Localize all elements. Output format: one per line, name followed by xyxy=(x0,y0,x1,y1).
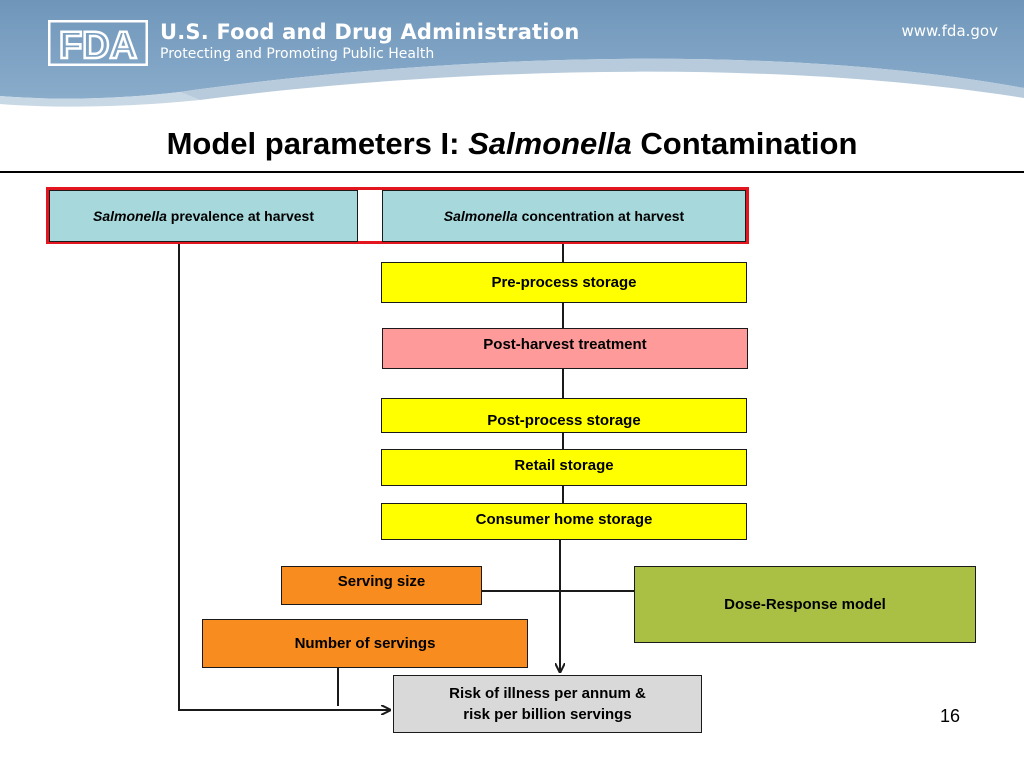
slide-title: Model parameters I: Salmonella Contamina… xyxy=(0,126,1024,162)
svg-text:FDA: FDA xyxy=(59,25,137,66)
site-url: www.fda.gov xyxy=(901,22,998,40)
header-banner: FDA U.S. Food and Drug Administration Pr… xyxy=(0,0,1024,110)
serving-size-box: Serving size xyxy=(281,566,482,605)
risk-line-1: Risk of illness per annum & xyxy=(449,685,646,702)
risk-box: Risk of illness per annum & risk per bil… xyxy=(393,675,702,733)
concentration-italic: Salmonella xyxy=(443,208,518,224)
title-divider xyxy=(0,171,1024,173)
concentration-label: concentration at harvest xyxy=(517,208,685,224)
number-of-servings-box: Number of servings xyxy=(202,619,528,668)
slide-title-prefix: Model parameters I: xyxy=(166,126,469,161)
page-number: 16 xyxy=(940,706,961,726)
agency-tagline: Protecting and Promoting Public Health xyxy=(160,46,435,62)
arrow-prevalence-risk xyxy=(178,242,390,710)
prevalence-label: prevalence at harvest xyxy=(166,208,314,224)
slide-title-italic: Salmonella xyxy=(468,126,632,161)
risk-line-2: risk per billion servings xyxy=(463,706,632,723)
prevalence-italic: Salmonella xyxy=(92,208,167,224)
concentration-box: Salmonella concentration at harvest xyxy=(382,190,746,242)
pre-process-storage-box: Pre-process storage xyxy=(381,262,747,303)
retail-storage-box: Retail storage xyxy=(381,449,747,486)
harvest-highlight-frame xyxy=(46,187,749,244)
banner-background xyxy=(0,0,1024,107)
slide-title-suffix: Contamination xyxy=(631,126,858,161)
dose-response-box: Dose-Response model xyxy=(634,566,976,643)
consumer-home-storage-box: Consumer home storage xyxy=(381,503,747,540)
post-process-storage-box: Post-process storage xyxy=(381,398,747,433)
prevalence-box: Salmonella prevalence at harvest xyxy=(49,190,358,242)
post-harvest-treatment-box: Post-harvest treatment xyxy=(382,328,748,369)
fda-logo: FDA xyxy=(48,20,148,66)
agency-name: U.S. Food and Drug Administration xyxy=(160,20,580,44)
